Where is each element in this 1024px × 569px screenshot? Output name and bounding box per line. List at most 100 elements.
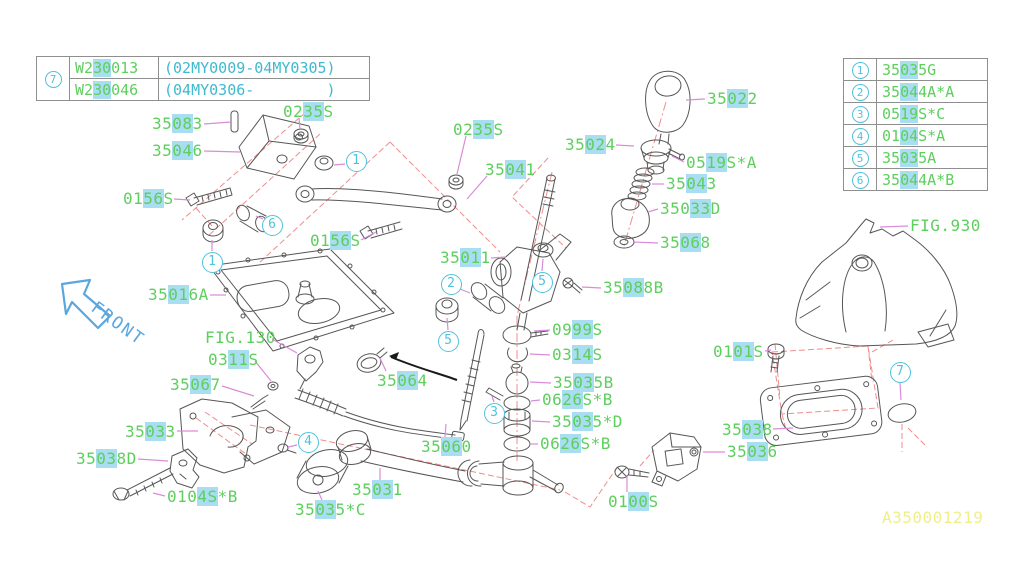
leader-line: [531, 420, 551, 423]
callout-6: 6: [261, 214, 283, 236]
leader-line: [360, 231, 377, 241]
leader-line: [203, 150, 241, 153]
callout-4: 4: [297, 431, 319, 453]
part-label-0104s-b: 0104S*B: [167, 487, 238, 506]
part-label-0235s: 0235S: [453, 120, 504, 139]
part-label-0101s: 0101S: [713, 342, 764, 361]
part-label-35033d: 35033D: [660, 199, 721, 218]
leader-line: [446, 317, 449, 331]
legend-part-number: 35044A*A: [876, 80, 988, 103]
leader-line: [772, 427, 794, 430]
front-arrow-icon: [60, 278, 112, 330]
part-label-35067: 35067: [170, 375, 221, 394]
revision-symbol: 7: [44, 71, 62, 88]
part-label-0100s: 0100S: [608, 492, 659, 511]
leader-line: [255, 215, 264, 220]
part-label-0235s: 0235S: [283, 102, 334, 121]
part-label-35060: 35060: [421, 437, 472, 456]
leader-line: [137, 458, 169, 462]
part-label-35046: 35046: [152, 141, 203, 160]
callout-5: 5: [437, 330, 459, 352]
leader-line: [333, 163, 346, 166]
callout-3: 3: [483, 402, 505, 424]
part-label-35038d: 35038D: [76, 449, 137, 468]
leader-line: [203, 121, 232, 125]
legend-symbol-4: 4: [851, 128, 869, 145]
revision-table: 7 W230013(02MY0009-04MY0305)W230046(04MY0…: [36, 56, 370, 101]
part-label-0156s: 0156S: [123, 189, 174, 208]
part-label-35035-d: 35035*D: [552, 412, 623, 431]
cable-routing-arrow: [389, 352, 458, 381]
leader-line: [444, 423, 447, 438]
leader-line: [541, 258, 544, 272]
legend-symbol-2: 2: [851, 84, 869, 101]
leader-line: [581, 286, 602, 289]
leader-line: [317, 490, 323, 501]
revision-code: W230013: [69, 56, 159, 79]
leader-line: [271, 338, 298, 354]
drawing-number: A350001219: [882, 508, 984, 527]
leader-line: [633, 241, 659, 244]
part-label-fig-930: FIG.930: [910, 216, 981, 235]
part-label-0626s-b: 0626S*B: [540, 434, 611, 453]
leader-line: [879, 225, 909, 228]
leader-line: [221, 385, 255, 397]
revision-row: W230046(04MY0306- ): [37, 78, 370, 101]
front-label: FRONT: [87, 298, 148, 350]
part-label-35038: 35038: [722, 420, 773, 439]
part-label-0314s: 0314S: [552, 345, 603, 364]
legend-row: 5 35035A: [843, 146, 988, 169]
revision-range: (04MY0306- ): [158, 78, 370, 101]
part-label-35024: 35024: [565, 135, 616, 154]
part-label-35088b: 35088B: [603, 278, 664, 297]
leader-line: [647, 208, 659, 213]
legend-part-number: 0104S*A: [876, 124, 988, 147]
part-label-35068: 35068: [660, 233, 711, 252]
legend-part-number: 35035G: [876, 58, 988, 81]
leader-line: [456, 135, 467, 175]
leader-line: [671, 155, 685, 163]
callout-7: 7: [889, 361, 911, 383]
part-label-35011: 35011: [440, 248, 491, 267]
leader-line: [466, 175, 488, 200]
leader-line: [459, 288, 471, 294]
part-label-35041: 35041: [485, 160, 536, 179]
revision-row: 7 W230013(02MY0009-04MY0305): [36, 56, 370, 101]
legend-symbol-5: 5: [851, 150, 869, 167]
leader-line: [490, 256, 507, 259]
legend-row: 2 35044A*A: [843, 80, 988, 103]
part-label-0311s: 0311S: [208, 350, 259, 369]
callout-5: 5: [531, 271, 553, 293]
leader-line: [379, 357, 387, 372]
leader-line: [152, 492, 166, 497]
leader-line: [764, 349, 772, 352]
part-label-fig-130: FIG.130: [205, 328, 276, 347]
part-label-35083: 35083: [152, 114, 203, 133]
leader-line: [685, 98, 706, 101]
part-label-35035-c: 35035*C: [295, 500, 366, 519]
part-label-0626s-b: 0626S*B: [542, 390, 613, 409]
leader-line: [530, 399, 541, 402]
legend-part-number: 35035A: [876, 146, 988, 169]
leader-line: [491, 395, 495, 403]
part-label-0999s: 0999S: [552, 320, 603, 339]
part-label-35064: 35064: [377, 371, 428, 390]
parts-art: [112, 70, 958, 501]
legend-symbol-3: 3: [851, 106, 869, 123]
part-label-35022: 35022: [707, 89, 758, 108]
legend-row: 4 0104S*A: [843, 124, 988, 147]
part-label-0519s-a: 0519S*A: [686, 153, 757, 172]
leader-line: [173, 198, 191, 201]
leader-line: [529, 353, 551, 356]
part-label-0156s: 0156S: [310, 231, 361, 250]
leader-line: [529, 381, 552, 384]
part-label-35036: 35036: [727, 442, 778, 461]
legend-row: 3 0519S*C: [843, 102, 988, 125]
legend-part-number: 35044A*B: [876, 168, 988, 191]
legend-part-number: 0519S*C: [876, 102, 988, 125]
leader-line: [287, 444, 298, 448]
revision-range: (02MY0009-04MY0305): [158, 56, 370, 79]
